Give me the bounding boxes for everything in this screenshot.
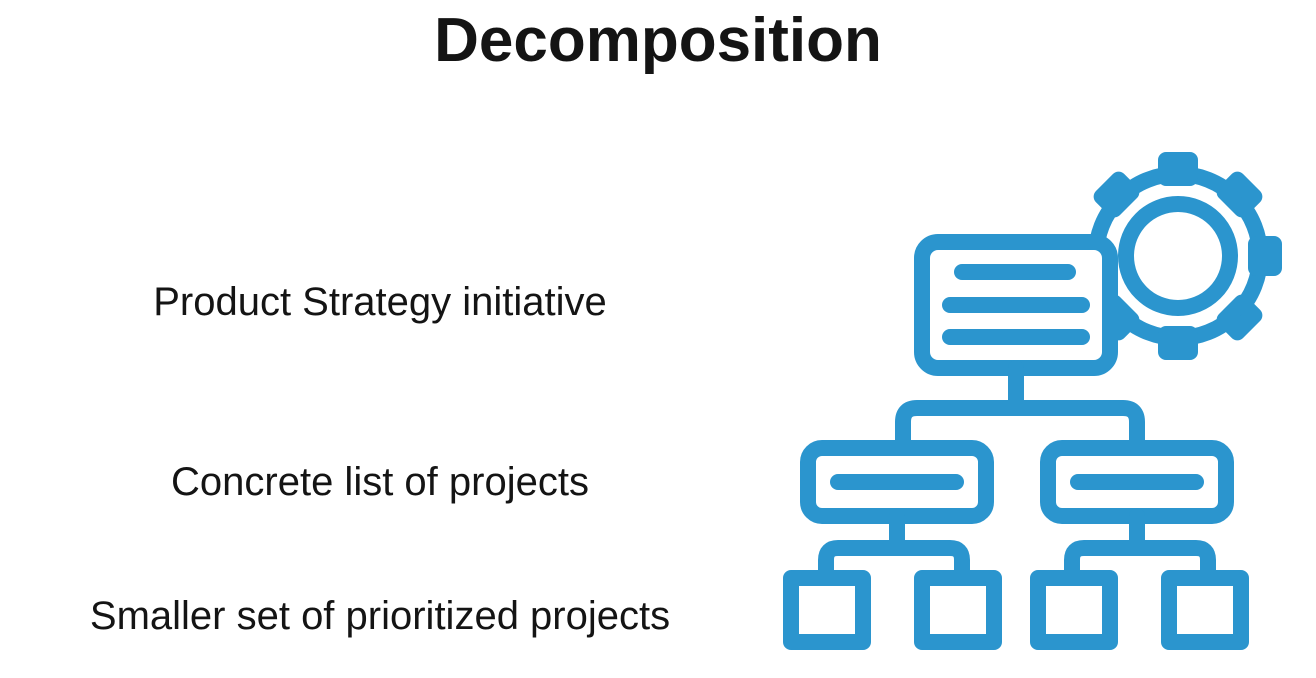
bottom-box-1-icon <box>783 570 871 650</box>
level-1-label: Product Strategy initiative <box>153 280 607 324</box>
level-2-label: Concrete list of projects <box>171 460 589 504</box>
hierarchy-gear-icon <box>783 152 1282 650</box>
bottom-box-3-icon <box>1030 570 1118 650</box>
level-3-label: Smaller set of prioritized projects <box>89 594 671 638</box>
page-title: Decomposition <box>434 6 882 75</box>
bottom-box-4-icon <box>1161 570 1249 650</box>
bottom-box-2-icon <box>914 570 1002 650</box>
